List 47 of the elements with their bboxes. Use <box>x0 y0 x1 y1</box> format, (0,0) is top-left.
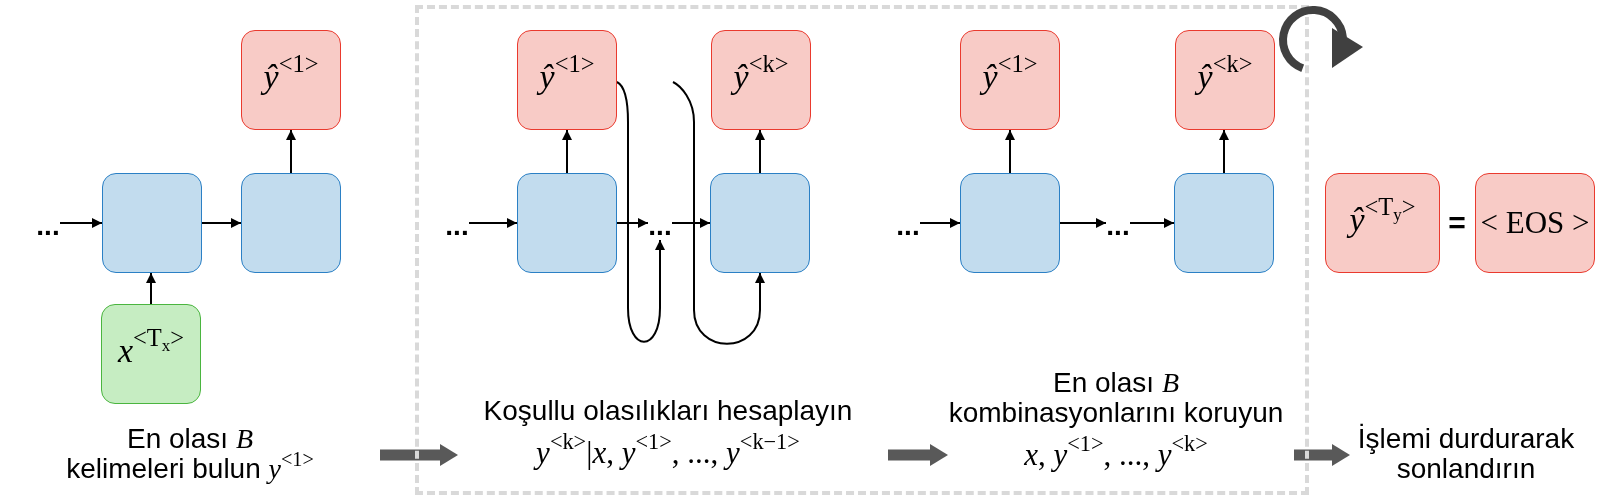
caption-text: Koşullu olasılıkları hesaplayın <box>483 396 853 426</box>
arrow <box>1219 129 1229 174</box>
arrow <box>1005 129 1015 174</box>
arrow <box>919 218 961 228</box>
curved-arrow <box>672 81 765 345</box>
arrow <box>201 218 242 228</box>
curved-arrow <box>616 81 665 343</box>
token-label: < EOS > <box>1480 204 1590 242</box>
arrow <box>468 218 518 228</box>
arrow <box>286 129 296 174</box>
rnn-cell <box>960 173 1060 273</box>
ellipsis-text: ... <box>36 212 60 240</box>
output-box <box>1175 30 1275 130</box>
step-arrow <box>888 444 948 466</box>
arrow <box>755 129 765 174</box>
caption-text: kelimeleri bulun y$^{<1>}$ <box>66 454 314 484</box>
output-box <box>241 30 341 130</box>
token-box <box>1475 173 1595 273</box>
dashed-group-frame <box>415 5 1309 495</box>
output-box <box>711 30 811 130</box>
arrow <box>616 218 649 228</box>
input-box <box>101 304 201 404</box>
equals-sign: = <box>1447 205 1467 241</box>
arrow <box>1059 218 1107 228</box>
step-arrow <box>380 444 458 466</box>
rnn-cell <box>517 173 617 273</box>
rnn-cell <box>241 173 341 273</box>
caption-text: En olası B <box>126 424 254 454</box>
caption-text: İşlemi durdurarak sonlandırın <box>1356 424 1576 484</box>
rnn-cell <box>102 173 202 273</box>
ellipsis-text: ... <box>648 212 672 240</box>
output-box <box>1325 173 1440 273</box>
rnn-cell <box>1174 173 1274 273</box>
ellipsis-text: ... <box>896 212 920 240</box>
arrow <box>146 272 156 305</box>
arrow <box>59 218 103 228</box>
caption-text: En olası B kombinasyonlarını koruyun <box>947 368 1285 428</box>
ellipsis-text: ... <box>1106 212 1130 240</box>
arrow <box>562 129 572 174</box>
step-arrow <box>1294 444 1350 466</box>
arrow <box>1129 218 1175 228</box>
output-box <box>517 30 617 130</box>
formula-text: x, y$^{<1>}$, ..., y$^{<k>}$ <box>1024 434 1208 474</box>
ellipsis-text: ... <box>445 212 469 240</box>
output-box <box>960 30 1060 130</box>
rnn-cell <box>710 173 810 273</box>
arrow <box>671 218 711 228</box>
